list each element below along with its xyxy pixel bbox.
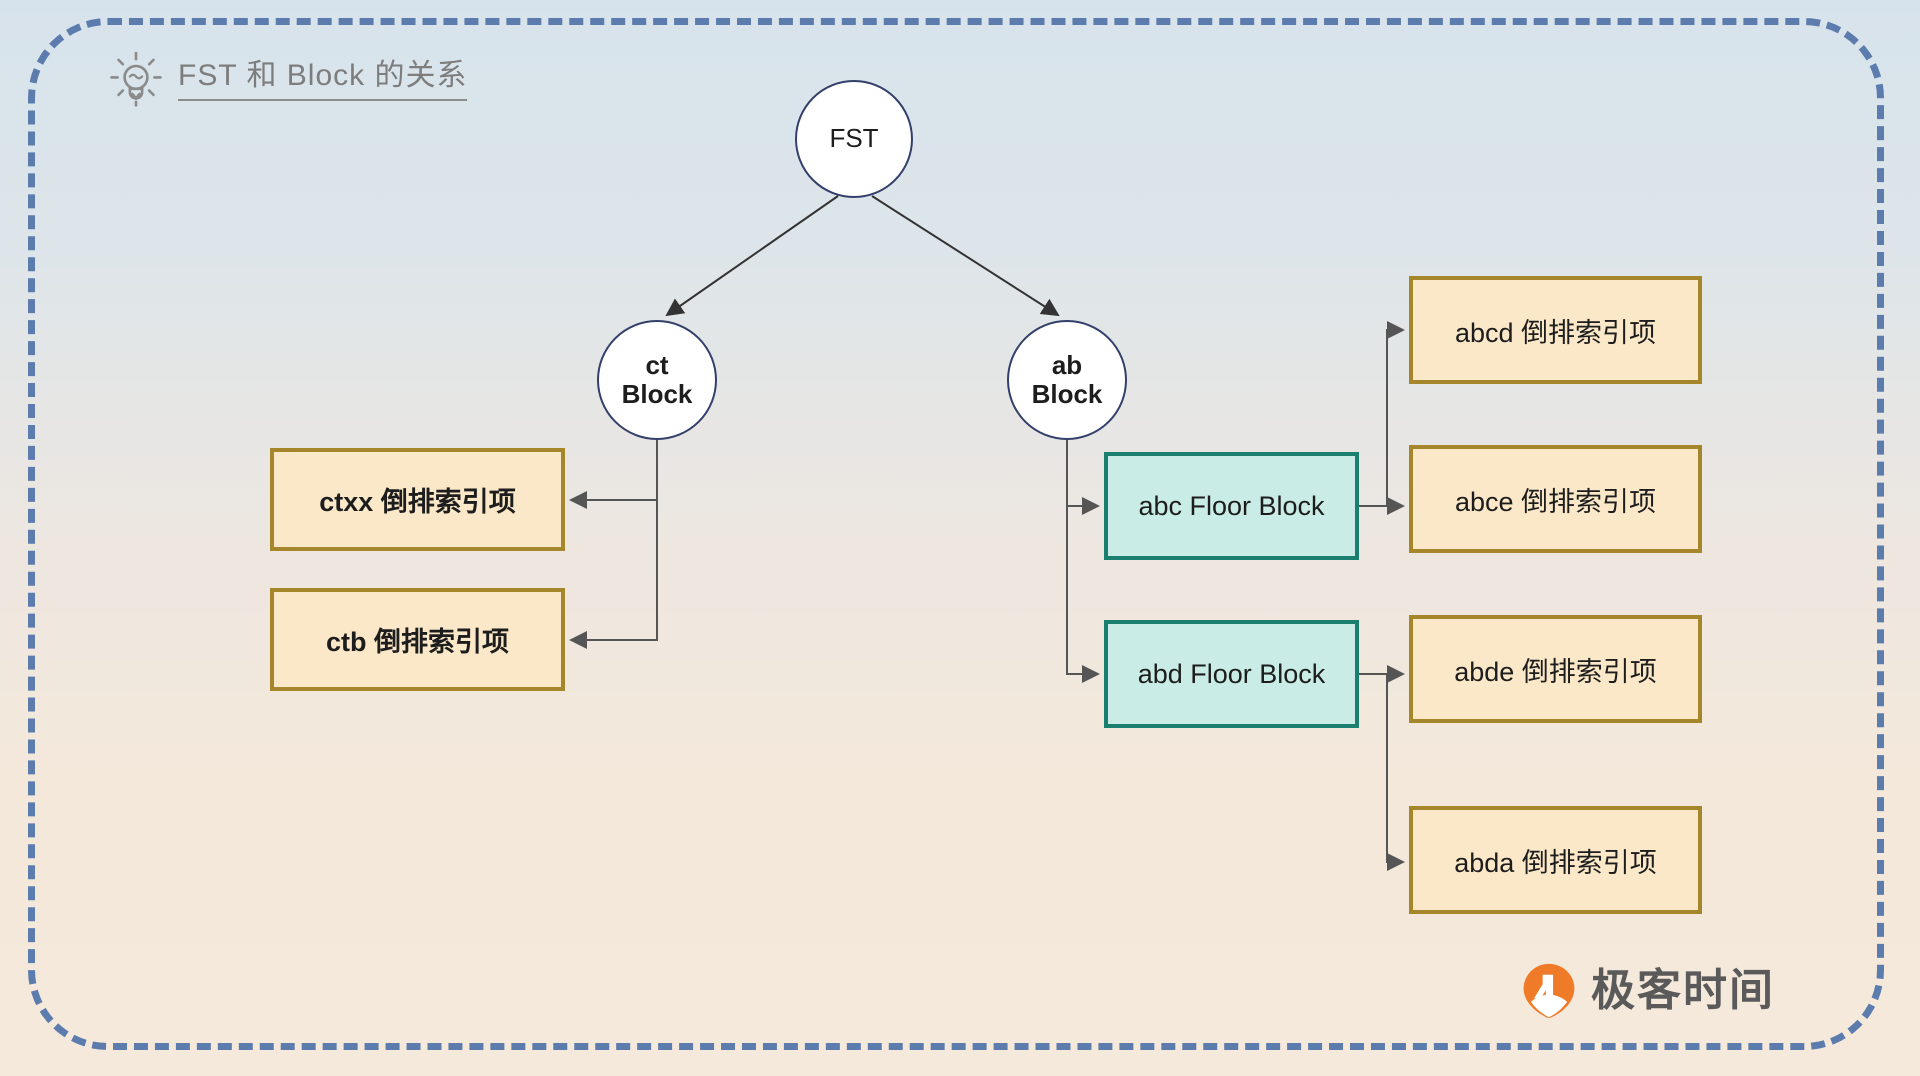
edge-abd-to-abda <box>1359 673 1405 871</box>
posting-box-ctxx-label: ctxx 倒排索引项 <box>319 487 516 517</box>
edge-ab-to-abd-floor <box>1066 440 1100 683</box>
edge-ct-to-ctb <box>569 440 658 649</box>
floor-block-abc[interactable]: abc Floor Block <box>1104 452 1359 560</box>
floor-block-abd-label: abd Floor Block <box>1137 658 1326 689</box>
posting-box-abda[interactable]: abda 倒排索引项 <box>1409 806 1702 914</box>
page-title: FST 和 Block 的关系 <box>178 59 468 101</box>
geektime-logo-icon <box>1523 963 1575 1018</box>
posting-box-abde-label: abde 倒排索引项 <box>1454 656 1657 687</box>
node-ct-block-line1: ct <box>645 349 669 380</box>
posting-box-ctxx[interactable]: ctxx 倒排索引项 <box>270 448 565 551</box>
watermark-text: 极客时间 <box>1591 966 1775 1015</box>
lightbulb-icon <box>110 52 162 107</box>
node-ab-block-line2: Block <box>1031 379 1103 409</box>
edge-ct-to-ctxx <box>569 440 658 509</box>
posting-box-abce-label: abce 倒排索引项 <box>1454 486 1657 517</box>
floor-block-abd[interactable]: abd Floor Block <box>1104 620 1359 728</box>
posting-box-abde[interactable]: abde 倒排索引项 <box>1409 615 1702 723</box>
node-fst-label: FST <box>829 123 879 154</box>
node-ab-block-line1: ab <box>1051 349 1083 380</box>
diagram-title-row: FST 和 Block 的关系 <box>108 52 468 108</box>
posting-box-abda-label: abda 倒排索引项 <box>1454 847 1657 878</box>
edge-abc-to-abcd <box>1359 321 1405 507</box>
posting-box-ctb[interactable]: ctb 倒排索引项 <box>270 588 565 691</box>
node-ct-block-line2: Block <box>621 379 693 409</box>
node-ab-block[interactable]: ab Block <box>1007 320 1127 440</box>
node-ct-block[interactable]: ct Block <box>597 320 717 440</box>
edge-fst-to-ct <box>665 195 839 317</box>
posting-box-abcd-label: abcd 倒排索引项 <box>1454 317 1657 348</box>
posting-box-ctb-label: ctb 倒排索引项 <box>325 627 509 657</box>
edge-ab-to-abc-floor <box>1066 440 1100 515</box>
posting-box-abce[interactable]: abce 倒排索引项 <box>1409 445 1702 553</box>
edge-fst-to-ab <box>871 195 1060 317</box>
floor-block-abc-label: abc Floor Block <box>1138 490 1325 521</box>
node-fst[interactable]: FST <box>795 80 913 198</box>
watermark: 极客时间 <box>1520 962 1775 1020</box>
posting-box-abcd[interactable]: abcd 倒排索引项 <box>1409 276 1702 384</box>
